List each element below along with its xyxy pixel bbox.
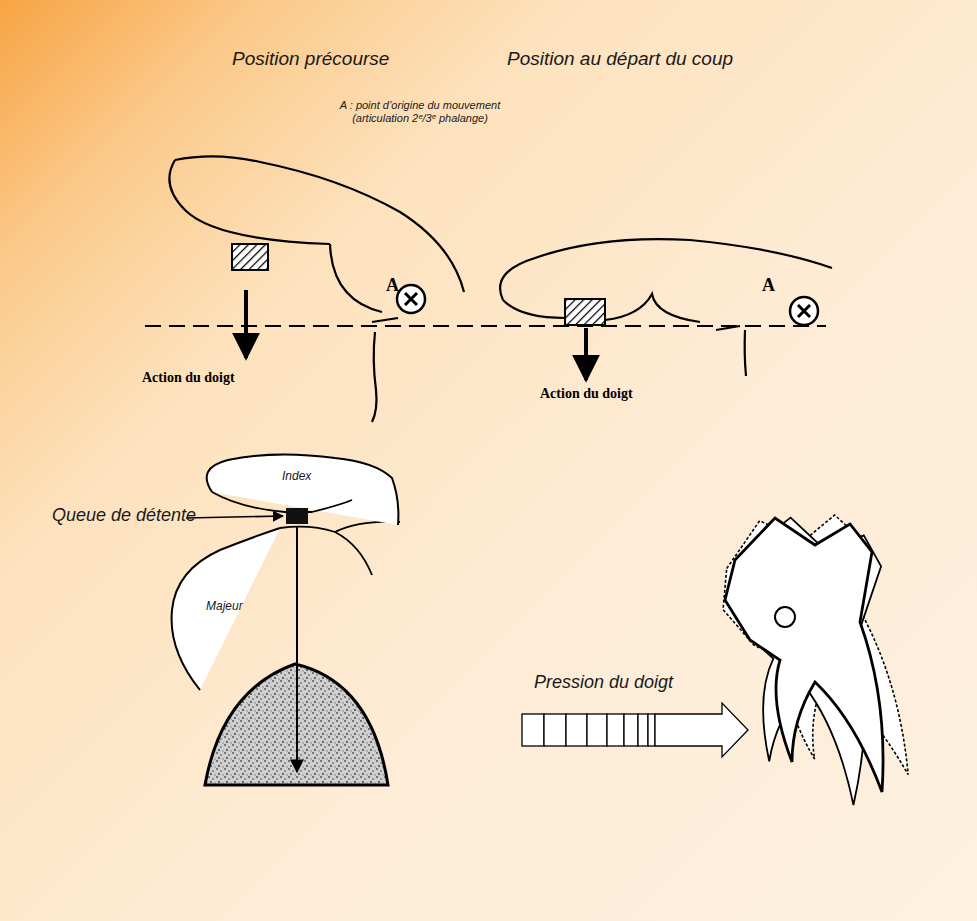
part-name: Queue de détente: [52, 505, 196, 526]
action-label: Pression du doigt: [534, 672, 673, 693]
part-name: Index: [282, 470, 311, 484]
trigger-section: [232, 244, 268, 270]
finger-contour: [212, 492, 352, 512]
panel-title: Position au départ du coup: [507, 48, 733, 70]
note: A : point d’origine du mouvement (articu…: [310, 99, 530, 124]
trigger-section: [565, 299, 605, 325]
panel-title: Position précourse: [232, 48, 389, 70]
pressure-arrow: [522, 703, 748, 757]
force-arrow: [584, 328, 588, 380]
force-label: Action du doigt: [142, 370, 235, 386]
pivot-symbol: [397, 285, 425, 313]
trigger-mechanism: [698, 504, 909, 805]
pivot-symbol: [790, 297, 818, 325]
force-label: Action du doigt: [540, 386, 633, 402]
force-arrow: [296, 526, 298, 772]
force-arrow: [244, 290, 248, 358]
middle-finger: [172, 528, 280, 690]
finger-depart: [500, 239, 832, 376]
point-label: A: [762, 275, 775, 296]
part-name: Majeur: [206, 600, 243, 614]
point-label: A: [386, 275, 399, 296]
trigger-tail: [286, 508, 308, 524]
leader-line: [186, 516, 283, 518]
index-finger: [207, 454, 399, 525]
